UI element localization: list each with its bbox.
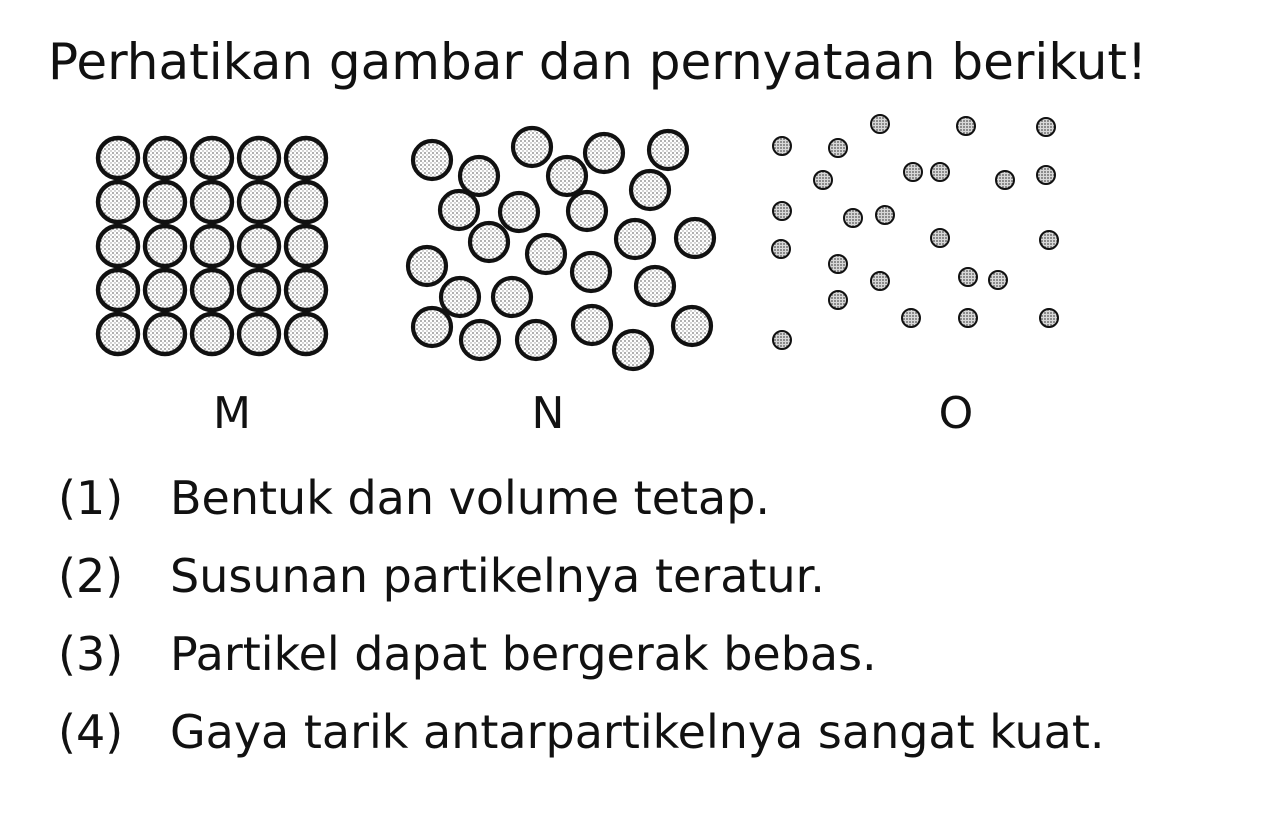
gas-particle [930, 228, 950, 248]
statement-list: (1) Bentuk dan volume tetap. (2) Susunan… [58, 468, 1105, 780]
liquid-particle [490, 275, 534, 319]
solid-particle [95, 267, 141, 313]
gas-particle [1039, 308, 1059, 328]
liquid-particle [405, 244, 449, 288]
solid-particle [189, 135, 235, 181]
solid-particle [236, 223, 282, 269]
panel-label-m: M [213, 388, 251, 439]
solid-particle [142, 179, 188, 225]
statement-1: (1) Bentuk dan volume tetap. [58, 468, 1105, 546]
liquid-particle [545, 154, 589, 198]
liquid-particle [510, 125, 554, 169]
solid-particle [189, 267, 235, 313]
solid-particle [142, 135, 188, 181]
gas-particle [1039, 230, 1059, 250]
statement-4: (4) Gaya tarik antarpartikelnya sangat k… [58, 702, 1105, 780]
liquid-particle [467, 220, 511, 264]
liquid-particle [438, 275, 482, 319]
solid-particle [95, 135, 141, 181]
gas-particle [828, 138, 848, 158]
solid-particle [283, 267, 329, 313]
statement-number: (1) [58, 471, 124, 525]
liquid-particle [570, 303, 614, 347]
gas-particles-o [771, 114, 1059, 350]
gas-particle [772, 330, 792, 350]
statement-text: Partikel dapat bergerak bebas. [170, 627, 877, 681]
solid-particles-m [95, 135, 329, 357]
gas-particle [956, 116, 976, 136]
liquid-particle [628, 168, 672, 212]
gas-particle [958, 267, 978, 287]
statement-number: (4) [58, 705, 124, 759]
liquid-particle [514, 318, 558, 362]
solid-particle [236, 267, 282, 313]
gas-particle [1036, 165, 1056, 185]
particle-diagram [95, 114, 1059, 372]
gas-particle [903, 162, 923, 182]
solid-particle [189, 311, 235, 357]
gas-particle [828, 254, 848, 274]
statement-text: Susunan partikelnya teratur. [170, 549, 825, 603]
solid-particle [189, 179, 235, 225]
solid-particle [283, 135, 329, 181]
gas-particle [1036, 117, 1056, 137]
liquid-particle [565, 189, 609, 233]
gas-particle [813, 170, 833, 190]
statement-number: (2) [58, 549, 124, 603]
gas-particle [843, 208, 863, 228]
liquid-particle [611, 328, 655, 372]
liquid-particle [457, 154, 501, 198]
solid-particle [189, 223, 235, 269]
liquid-particle [437, 188, 481, 232]
statement-number: (3) [58, 627, 124, 681]
liquid-particle [633, 264, 677, 308]
statement-text: Gaya tarik antarpartikelnya sangat kuat. [170, 705, 1105, 759]
solid-particle [95, 223, 141, 269]
liquid-particle [524, 232, 568, 276]
gas-particle [901, 308, 921, 328]
liquid-particle [670, 304, 714, 348]
gas-particle [870, 271, 890, 291]
gas-particle [772, 201, 792, 221]
solid-particle [283, 223, 329, 269]
solid-particle [236, 311, 282, 357]
liquid-particle [497, 190, 541, 234]
statement-3: (3) Partikel dapat bergerak bebas. [58, 624, 1105, 702]
liquid-particle [410, 138, 454, 182]
liquid-particle [646, 128, 690, 172]
solid-particle [142, 223, 188, 269]
solid-particle [236, 179, 282, 225]
liquid-particles-n [405, 125, 717, 372]
liquid-particle [458, 318, 502, 362]
statement-2: (2) Susunan partikelnya teratur. [58, 546, 1105, 624]
gas-particle [771, 239, 791, 259]
solid-particle [95, 179, 141, 225]
statement-text: Bentuk dan volume tetap. [170, 471, 771, 525]
gas-particle [828, 290, 848, 310]
gas-particle [958, 308, 978, 328]
solid-particle [142, 311, 188, 357]
gas-particle [930, 162, 950, 182]
panel-label-n: N [531, 388, 565, 439]
liquid-particle [673, 216, 717, 260]
gas-particle [772, 136, 792, 156]
solid-particle [142, 267, 188, 313]
liquid-particle [410, 305, 454, 349]
solid-particle [283, 311, 329, 357]
gas-particle [870, 114, 890, 134]
solid-particle [283, 179, 329, 225]
liquid-particle [582, 131, 626, 175]
question-title: Perhatikan gambar dan pernyataan berikut… [48, 33, 1148, 91]
panel-label-o: O [938, 388, 974, 439]
liquid-particle [613, 217, 657, 261]
particle-figure: M N O [95, 114, 1059, 439]
gas-particle [988, 270, 1008, 290]
solid-particle [236, 135, 282, 181]
gas-particle [995, 170, 1015, 190]
gas-particle [875, 205, 895, 225]
solid-particle [95, 311, 141, 357]
liquid-particle [569, 250, 613, 294]
